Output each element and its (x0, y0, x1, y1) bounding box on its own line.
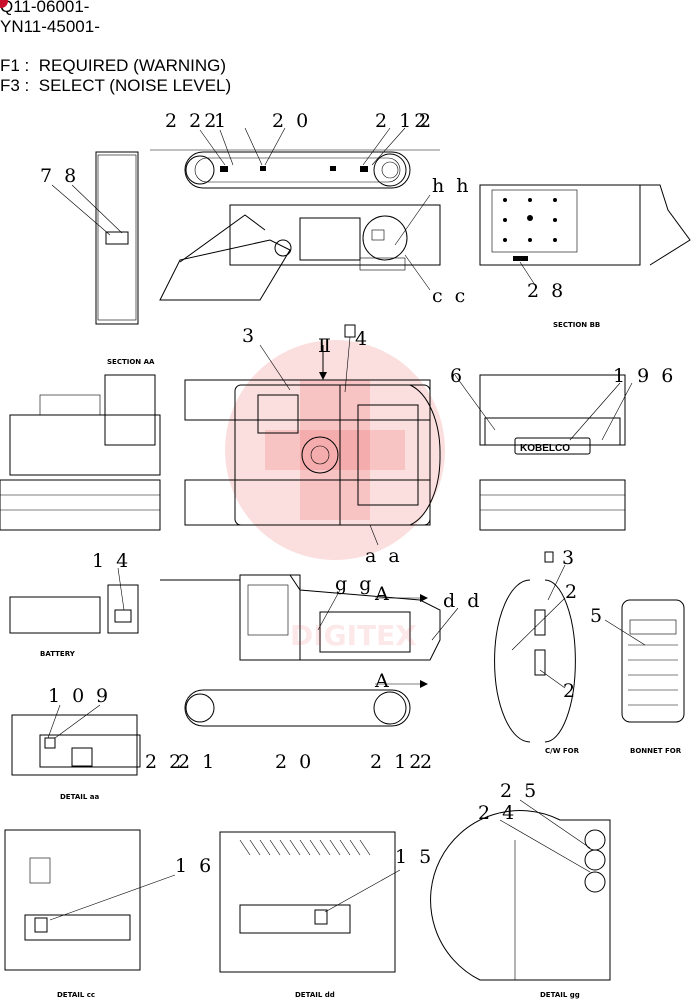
arrow-label-a-bottom: A (374, 670, 392, 692)
callout-2-cw-top: 2 (565, 581, 580, 603)
callout-5: 5 (590, 605, 605, 627)
callout-dd: d d (443, 590, 482, 612)
counterweight-view (494, 551, 576, 743)
callout-aa: a a (365, 545, 403, 567)
model-serial-line-2: YN11-45001- (0, 17, 100, 36)
side-view (160, 574, 459, 727)
callout-II: Ⅱ (318, 335, 334, 357)
detail-dd-view (219, 831, 401, 973)
callout-gg: g g (335, 573, 374, 595)
callout-2-bottom: 2 (420, 751, 435, 773)
callout-78: 7 8 (40, 165, 79, 187)
caption-battery: BATTERY (40, 650, 76, 658)
callout-9: 9 (96, 685, 111, 707)
side-panel-78 (51, 151, 139, 325)
callout-cc: c c (432, 285, 468, 307)
legend-f3: F3 : SELECT (NOISE LEVEL) (0, 76, 232, 95)
caption-detail-aa: DETAIL aa (60, 793, 99, 801)
plan-view (184, 324, 441, 546)
caption-detail-cc: DETAIL cc (57, 991, 95, 999)
battery-view (9, 567, 139, 634)
caption-detail-gg: DETAIL gg (540, 991, 580, 999)
detail-aa-view (11, 704, 141, 776)
bonnet-view (604, 599, 685, 723)
callout-4: 4 (355, 328, 370, 350)
callout-hh: h h (432, 175, 472, 197)
caption-detail-dd: DETAIL dd (295, 991, 335, 999)
callout-21-bottom: 2 1 (178, 751, 217, 773)
callout-14: 1 4 (92, 550, 131, 572)
callout-1: 1 (214, 110, 229, 132)
callout-28: 2 8 (527, 280, 566, 302)
callout-6: 6 (450, 365, 465, 387)
upper-side-view (159, 194, 441, 301)
callout-212-bottom: 2 12 (370, 751, 424, 773)
caption-cw-for: C/W FOR (545, 747, 580, 755)
arrow-label-a-top: A (374, 583, 392, 605)
callout-3: 3 (242, 325, 257, 347)
model-serial-line-1: Q11-06001- (0, 0, 90, 16)
callout-20: 2 0 (272, 110, 311, 132)
detail-cc-view (4, 829, 176, 971)
section-aa-view (0, 374, 161, 531)
callout-2: 2 (419, 110, 434, 132)
watermark-text: DIGITEX (290, 619, 417, 652)
callout-22: 2 22 (165, 110, 219, 132)
caption-section-bb: SECTION BB (553, 321, 600, 329)
detail-gg-view (430, 799, 611, 981)
red-marker-icon (0, 0, 8, 8)
callout-212: 2 12 (375, 110, 429, 132)
callout-3-cw: 3 (562, 547, 577, 569)
callout-196: 1 9 6 (613, 365, 676, 387)
callout-15: 1 5 (395, 846, 434, 868)
caption-section-aa: SECTION AA (107, 358, 155, 366)
callout-10: 1 0 (48, 685, 87, 707)
rear-view (454, 374, 633, 531)
watermark-logo (225, 340, 445, 560)
bolt-grid (503, 198, 557, 242)
callout-16: 1 6 (175, 855, 214, 877)
section-bb-view (479, 184, 691, 286)
top-crawler-view (150, 127, 440, 189)
legend-f1: F1 : REQUIRED (WARNING) (0, 56, 227, 75)
callout-25: 2 5 (500, 780, 539, 802)
callout-2-cw-bottom: 2 (563, 680, 578, 702)
callout-22-bottom: 2 2 (145, 751, 184, 773)
callout-24: 2 4 (478, 802, 517, 824)
callout-20-bottom: 2 0 (275, 751, 314, 773)
kobelco-plate: KOBELCO (520, 443, 570, 454)
caption-bonnet-for: BONNET FOR (630, 747, 682, 755)
